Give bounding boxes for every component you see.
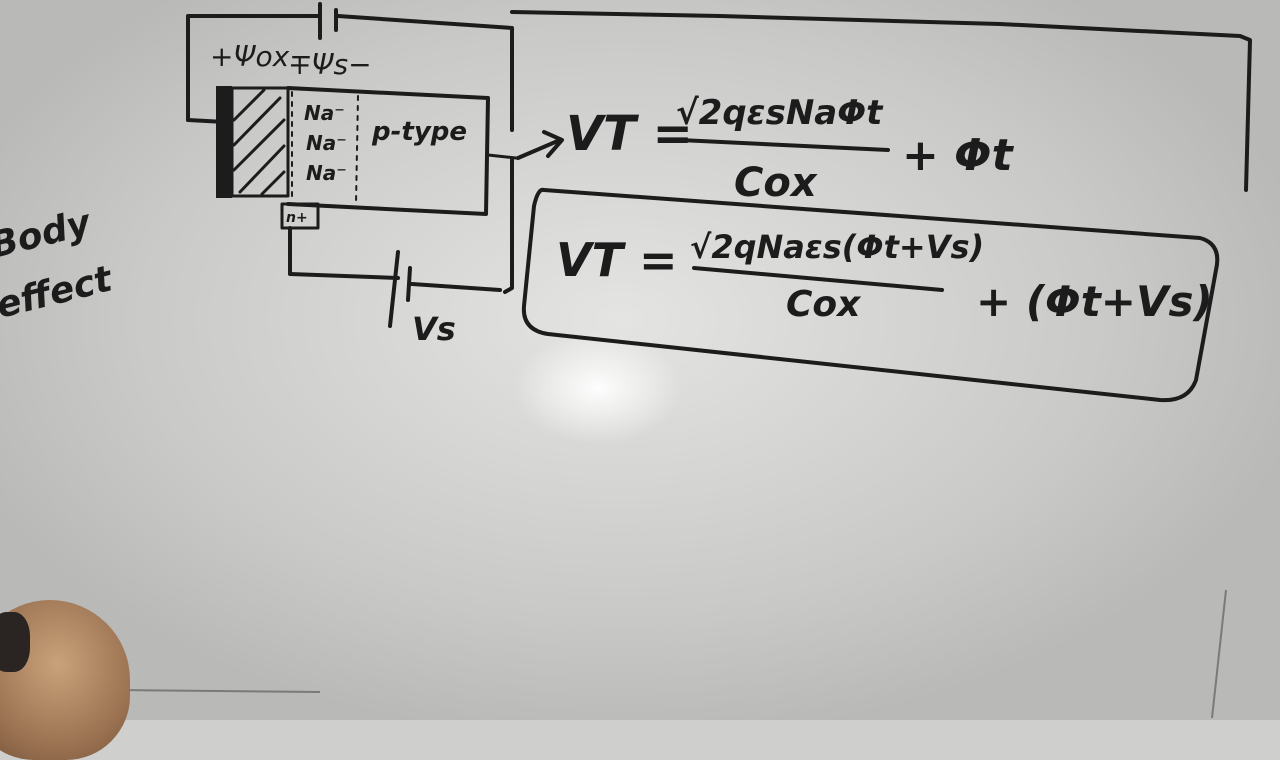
psi-s-label: +Ψs− xyxy=(288,48,372,81)
eq1-fraction-bar xyxy=(678,138,890,152)
eq2-numerator: √2qNaεs(Φt+Vs) xyxy=(690,228,984,266)
arrow-icon xyxy=(516,130,564,160)
p-type-label: p-type xyxy=(371,117,467,147)
note-line-1: Body xyxy=(0,202,96,267)
equation-2-box xyxy=(521,187,1220,403)
equation-1: VT = √2qεsNaΦt Cox + Φt xyxy=(566,93,1015,206)
mos-structure xyxy=(216,86,518,230)
dopant-label-2: Na⁻ xyxy=(306,131,347,155)
eq2-fraction-bar xyxy=(692,266,944,292)
eq2-tail: + (Φt+Vs) xyxy=(976,277,1213,326)
psi-ox-label: +Ψox− xyxy=(210,40,313,73)
eq1-tail: + Φt xyxy=(902,130,1015,181)
eq1-lhs: VT = xyxy=(566,106,693,162)
eq2-lhs: VT = xyxy=(556,233,678,287)
eq2-denominator: Cox xyxy=(786,284,862,325)
source-label: n+ xyxy=(286,210,308,226)
marker-cap xyxy=(0,612,30,672)
circuit-wires xyxy=(186,2,1252,328)
faint-marks xyxy=(119,589,1227,719)
eq1-denominator: Cox xyxy=(734,160,818,206)
dopant-label-3: Na⁻ xyxy=(306,161,347,185)
note-line-2: effect xyxy=(0,258,118,327)
whiteboard-drawing: +Ψox− +Ψs− Na⁻ Na⁻ Na⁻ p-type n+ Vs Body… xyxy=(0,2,1252,719)
dopant-label-1: Na⁻ xyxy=(304,101,345,125)
vs-battery-label: Vs xyxy=(412,310,456,348)
equation-2: VT = √2qNaεs(Φt+Vs) Cox + (Φt+Vs) xyxy=(556,228,1213,326)
eq1-numerator: √2qεsNaΦt xyxy=(676,93,884,133)
